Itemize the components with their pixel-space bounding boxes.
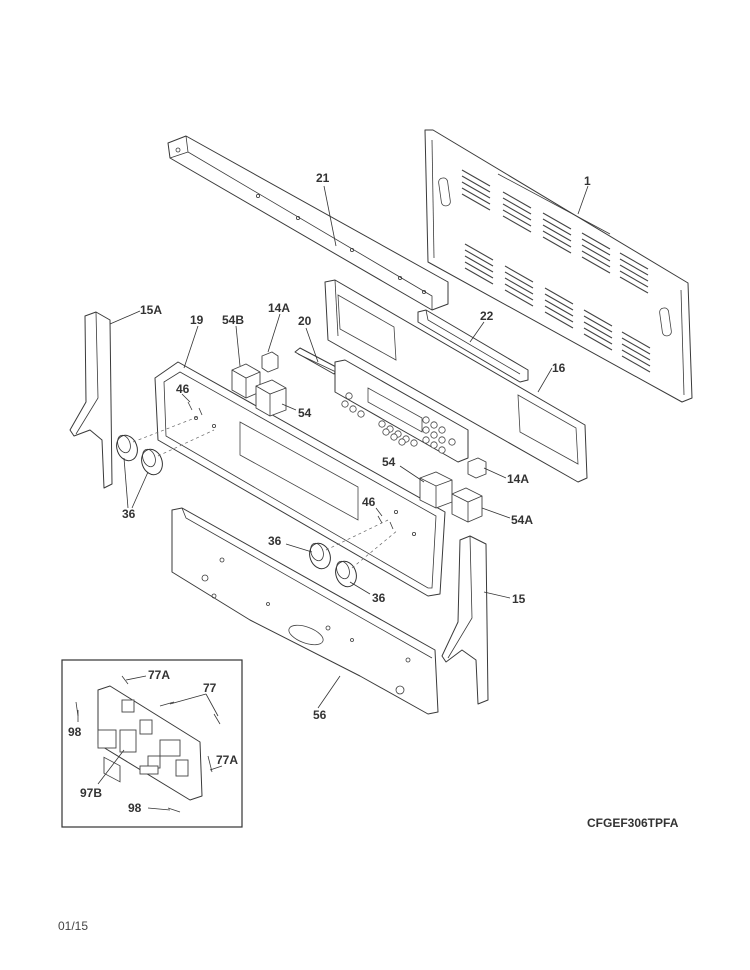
callout-54-right: 54: [382, 455, 396, 469]
part-19-control-panel: [154, 361, 446, 597]
vent-louvers-upper: [461, 169, 649, 294]
callout-77a-bottom: 77A: [216, 753, 238, 767]
part-1-back-panel: [424, 129, 693, 403]
callout-21: 21: [316, 171, 330, 185]
part-15a-left-bracket: [69, 311, 113, 489]
alignment-lines: [132, 415, 399, 569]
callout-14a-right: 14A: [507, 472, 529, 486]
inset-box: [61, 659, 243, 828]
callout-77: 77: [203, 681, 217, 695]
date-code-label: 01/15: [58, 919, 89, 933]
callout-46-left: 46: [176, 382, 190, 396]
callout-19: 19: [190, 313, 204, 327]
callout-46-mid: 46: [362, 495, 376, 509]
part-14a-switch-top: [261, 351, 279, 373]
callout-36-left: 36: [122, 507, 136, 521]
callout-15: 15: [512, 592, 526, 606]
part-21-top-rail: [167, 135, 449, 311]
callout-56: 56: [313, 708, 327, 722]
callout-22: 22: [480, 309, 494, 323]
callout-labels: 1 21 15A 19 54B 14A 20 22 16 46 54 36 54…: [68, 171, 591, 815]
callout-20: 20: [298, 314, 312, 328]
part-16-rear-bracket: [324, 279, 588, 483]
part-56-mounting-panel: [171, 507, 439, 715]
callout-77a-top: 77A: [148, 668, 170, 682]
part-54a-relay: [451, 487, 483, 523]
part-22-support-bar: [417, 309, 529, 383]
part-36-knobs-mid: [309, 542, 357, 588]
callout-16: 16: [552, 361, 566, 375]
callout-36-mid: 36: [268, 534, 282, 548]
callout-97b: 97B: [80, 786, 102, 800]
part-36-knobs-left: [116, 434, 163, 476]
callout-1: 1: [584, 174, 591, 188]
model-code-label: CFGEF306TPFA: [587, 816, 679, 830]
part-46-screws: [187, 401, 394, 530]
part-54-relay-top: [255, 379, 287, 417]
callout-54b: 54B: [222, 313, 244, 327]
callout-15a: 15A: [140, 303, 162, 317]
part-54-relay-right: [419, 471, 453, 509]
callout-54-top: 54: [298, 406, 312, 420]
callout-36-right: 36: [372, 591, 386, 605]
callout-98-left: 98: [68, 725, 82, 739]
leader-lines: [77, 185, 589, 811]
callout-54a: 54A: [511, 513, 533, 527]
part-15-right-bracket: [441, 535, 489, 705]
part-14a-switch-right: [467, 457, 487, 479]
vent-louvers-lower: [464, 243, 651, 373]
callout-98-bottom: 98: [128, 801, 142, 815]
callout-14a-top: 14A: [268, 301, 290, 315]
part-20-control-board: [294, 347, 469, 463]
